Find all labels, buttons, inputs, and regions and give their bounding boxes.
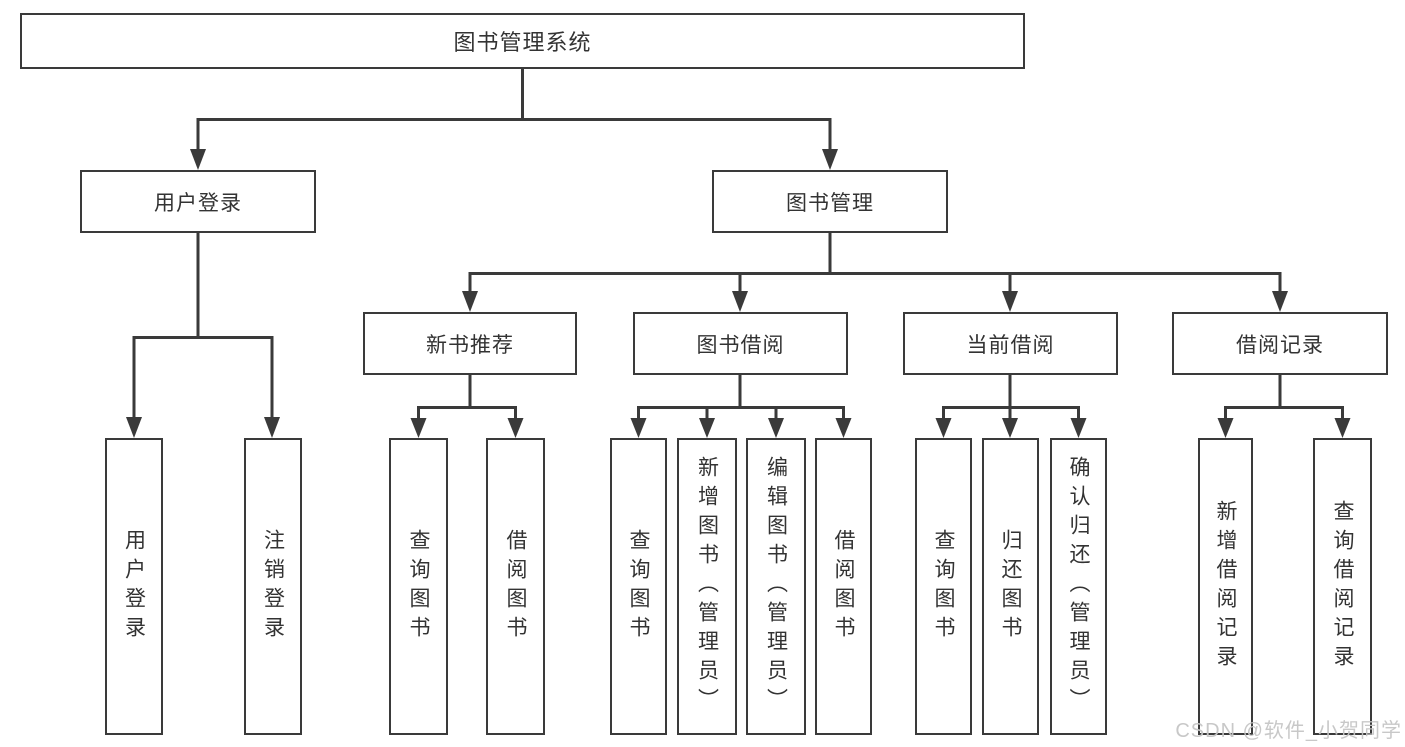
leaf-label: 编辑图书（管理员） xyxy=(764,456,788,717)
leaf-borrow-query-book: 查询图书 xyxy=(610,438,667,735)
node-label: 当前借阅 xyxy=(966,333,1055,357)
leaf-current-return-book: 归还图书 xyxy=(982,438,1039,735)
leaf-label: 新增借阅记录 xyxy=(1214,499,1237,674)
leaf-rec-borrow-book: 借阅图书 xyxy=(486,438,545,735)
csdn-watermark: CSDN @软件_小贺同学 xyxy=(1175,720,1402,742)
leaf-label: 注销登录 xyxy=(261,528,285,645)
leaf-label: 查询借阅记录 xyxy=(1331,499,1354,674)
leaf-label: 新增图书（管理员） xyxy=(695,456,719,717)
node-label: 图书管理系统 xyxy=(453,30,592,55)
node-root-library-system: 图书管理系统 xyxy=(20,13,1025,69)
leaf-current-confirm-return-admin: 确认归还（管理员） xyxy=(1050,438,1107,735)
leaf-rec-query-book: 查询图书 xyxy=(389,438,448,735)
leaf-record-query-borrow-record: 查询借阅记录 xyxy=(1313,438,1372,735)
node-label: 新书推荐 xyxy=(426,333,514,357)
leaf-label: 查询图书 xyxy=(932,528,955,645)
leaf-borrow-edit-book-admin: 编辑图书（管理员） xyxy=(746,438,806,735)
node-label: 用户登录 xyxy=(154,191,242,215)
leaf-label: 确认归还（管理员） xyxy=(1067,456,1090,717)
leaf-logout: 注销登录 xyxy=(244,438,302,735)
node-new-book-recommend: 新书推荐 xyxy=(363,312,577,375)
node-label: 图书借阅 xyxy=(696,333,785,357)
node-label: 借阅记录 xyxy=(1236,333,1324,357)
leaf-label: 查询图书 xyxy=(627,528,650,645)
leaf-label: 用户登录 xyxy=(122,528,146,645)
node-book-management: 图书管理 xyxy=(712,170,948,233)
node-book-borrow: 图书借阅 xyxy=(633,312,848,375)
node-user-login: 用户登录 xyxy=(80,170,316,233)
leaf-label: 查询图书 xyxy=(407,528,430,645)
leaf-borrow-borrow-book: 借阅图书 xyxy=(815,438,872,735)
leaf-record-add-borrow-record: 新增借阅记录 xyxy=(1198,438,1253,735)
arrowhead-icons xyxy=(126,149,1351,438)
leaf-user-login: 用户登录 xyxy=(105,438,163,735)
node-current-borrow: 当前借阅 xyxy=(903,312,1118,375)
leaf-label: 借阅图书 xyxy=(504,528,527,645)
node-label: 图书管理 xyxy=(786,191,874,215)
leaf-current-query-book: 查询图书 xyxy=(915,438,972,735)
node-borrow-record: 借阅记录 xyxy=(1172,312,1388,375)
leaf-label: 归还图书 xyxy=(999,528,1022,645)
leaf-label: 借阅图书 xyxy=(832,528,855,645)
leaf-borrow-add-book-admin: 新增图书（管理员） xyxy=(677,438,737,735)
